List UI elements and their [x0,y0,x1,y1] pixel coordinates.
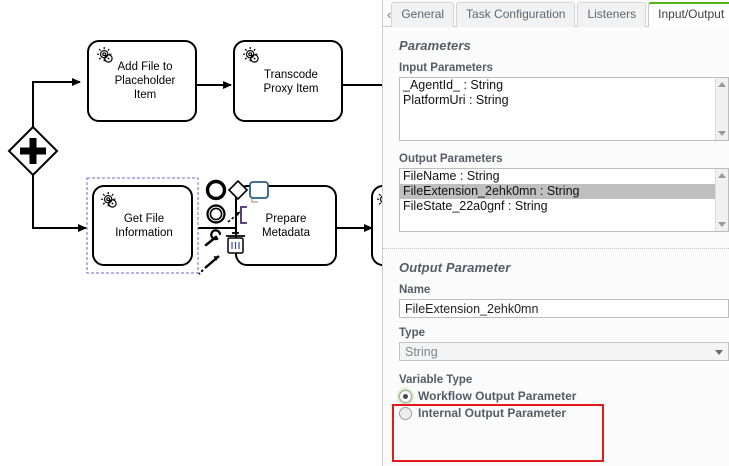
list-item[interactable]: FileExtension_2ehk0mn : String [400,184,715,199]
tab-task-configuration[interactable]: Task Configuration [456,2,576,27]
tab-general[interactable]: General [391,2,455,27]
properties-tab-bar: ‹ General Task Configuration Listeners I… [383,0,729,27]
scroll-up-arrow-icon[interactable] [718,173,726,178]
input-parameters-listbox[interactable]: _AgentId_ : String PlatformUri : String [399,77,729,141]
append-end-event-icon [205,179,227,201]
scroll-up-arrow-icon[interactable] [718,82,726,87]
bpmn-canvas[interactable]: Add File to Placeholder Item Transcode P… [0,0,382,466]
variable-type-label: Variable Type [399,374,473,386]
name-input[interactable]: FileExtension_2ehk0mn [399,299,729,318]
radio-row-internal-output-parameter[interactable]: Internal Output Parameter [399,406,729,420]
svg-text:Proxy Item: Proxy Item [264,83,319,95]
parameters-group-title: Parameters [399,38,471,53]
svg-text:Item: Item [134,89,156,101]
svg-text:Get File: Get File [124,213,164,225]
input-parameters-scrollbar[interactable] [715,78,728,140]
svg-text:Information: Information [115,227,173,239]
bpmn-task-add-file: Add File to Placeholder Item [87,40,197,122]
append-intermediate-event-icon [206,204,226,224]
parallel-gateway [7,125,59,177]
type-select-value: String [405,345,438,359]
radio-row-workflow-output-parameter[interactable]: Workflow Output Parameter [399,389,729,403]
bpmn-task-transcode: Transcode Proxy Item [233,40,343,122]
svg-text:Transcode: Transcode [264,69,318,81]
scroll-down-arrow-icon[interactable] [718,131,726,136]
connect-icon [227,211,241,223]
append-gateway-icon [227,179,249,201]
type-label: Type [399,327,425,339]
name-label: Name [399,284,431,296]
section-divider [383,248,729,249]
list-item[interactable]: PlatformUri : String [403,93,509,107]
input-parameters-label: Input Parameters [399,62,493,74]
svg-text:Placeholder: Placeholder [115,75,176,87]
type-select[interactable]: String [399,342,729,361]
radio-internal-output-parameter[interactable] [399,406,412,420]
tab-listeners[interactable]: Listeners [577,2,647,27]
radio-workflow-output-parameter[interactable] [399,389,412,403]
append-task-icon [249,181,269,199]
output-parameter-group: Output Parameter Name FileExtension_2ehk… [383,249,729,367]
radio-label-internal-output-parameter: Internal Output Parameter [418,406,567,420]
parameters-group: Parameters Input Parameters _AgentId_ : … [383,27,729,240]
list-item[interactable]: FileName : String [403,169,500,183]
delete-trash-icon [226,232,245,254]
list-item[interactable]: FileState_22a0gnf : String [403,199,548,213]
properties-panel-body: Parameters Input Parameters _AgentId_ : … [383,27,729,465]
bpmn-task-prepare-metadata: Prepare Metadata [235,185,337,266]
append-text-annotation-icon [198,255,220,275]
output-parameters-scrollbar[interactable] [715,169,728,231]
wrench-settings-icon [204,229,222,247]
svg-text:Prepare: Prepare [266,213,307,225]
variable-type-block: Variable Type Workflow Output Parameter … [383,367,729,420]
svg-text:Add File to: Add File to [118,61,173,73]
bpmn-task-get-file-information: Get File Information [86,177,199,274]
scroll-down-arrow-icon[interactable] [718,222,726,227]
list-item[interactable]: _AgentId_ : String [403,78,504,92]
output-parameters-listbox[interactable]: FileName : String FileExtension_2ehk0mn … [399,168,729,232]
chevron-down-icon[interactable] [715,350,723,355]
chevron-left-icon[interactable]: ‹ [387,7,392,22]
context-pad [198,179,269,275]
radio-label-workflow-output-parameter: Workflow Output Parameter [418,389,577,403]
output-parameter-group-title: Output Parameter [399,260,511,275]
output-parameters-label: Output Parameters [399,153,503,165]
bpmn-task-partial-right [371,185,382,266]
tab-input-output[interactable]: Input/Output [648,2,729,27]
properties-panel: ‹ General Task Configuration Listeners I… [382,0,729,466]
svg-text:Metadata: Metadata [262,227,311,239]
